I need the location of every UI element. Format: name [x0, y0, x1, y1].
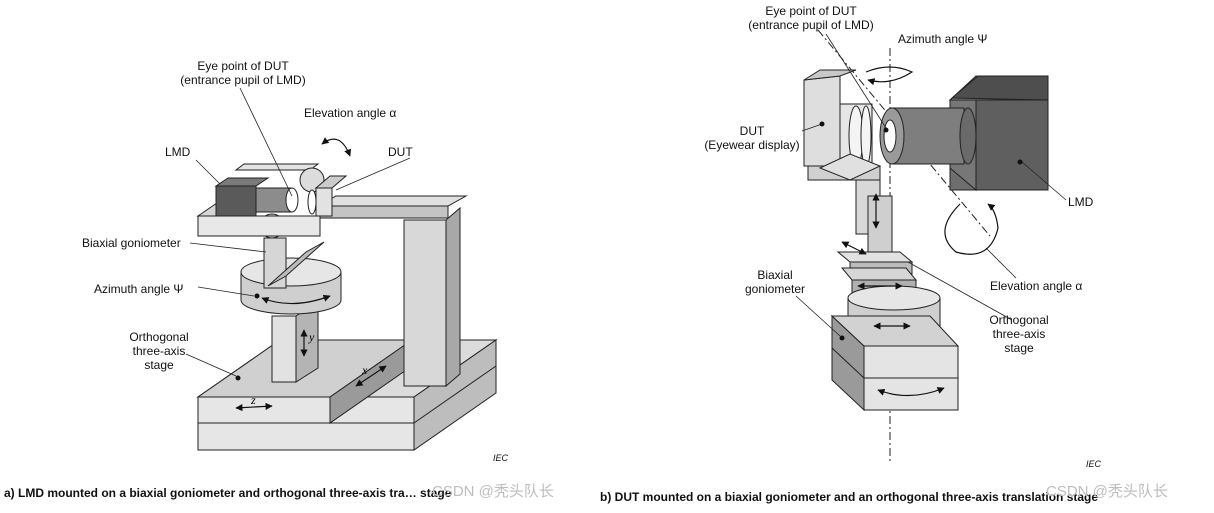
dots-b	[819, 121, 1023, 341]
dut-eyewear	[803, 69, 882, 181]
dut-arm	[316, 195, 468, 219]
dots-a	[235, 293, 260, 381]
iec-mark-b: IEC	[1086, 459, 1102, 469]
leader-lines-a	[185, 87, 411, 377]
label-dut-b: DUT (Eyewear display)	[704, 124, 800, 152]
support-pillar	[403, 206, 461, 388]
label-stage-a: Orthogonal three-axis stage	[129, 330, 189, 372]
watermark-a: CSDN @秃头队长	[432, 483, 554, 500]
caption-a: a) LMD mounted on a biaxial goniometer a…	[4, 486, 452, 500]
axis-label-x: x	[361, 363, 368, 377]
label-elevation-b: Elevation angle α	[990, 279, 1083, 293]
label-azimuth-a: Azimuth angle Ψ	[94, 282, 184, 296]
lmd-lens	[879, 107, 977, 165]
label-lmd-a: LMD	[165, 145, 191, 159]
axis-label-y: y	[308, 330, 315, 344]
base-box-b	[830, 314, 960, 412]
iec-mark-a: IEC	[493, 453, 509, 463]
vertical-rail	[855, 179, 893, 259]
label-goniometer-b: Biaxial goniometer	[744, 268, 806, 296]
arrows-b	[841, 66, 999, 397]
figure-b-drawing	[795, 29, 1067, 462]
axis-label-z: z	[250, 393, 256, 407]
leader-lines-b	[795, 33, 1067, 337]
figure-a-drawing	[185, 87, 498, 451]
dut-plate	[307, 175, 348, 217]
label-dut-a: DUT	[388, 145, 413, 159]
label-goniometer-a: Biaxial goniometer	[82, 236, 181, 250]
label-eye-point-a: Eye point of DUT (entrance pupil of LMD)	[180, 59, 306, 87]
label-elevation-a: Elevation angle α	[304, 106, 397, 120]
lmd-frame	[196, 163, 325, 237]
label-stage-b: Orthogonal three-axis stage	[989, 313, 1049, 355]
label-azimuth-b: Azimuth angle Ψ	[898, 32, 988, 46]
label-eye-point-b: Eye point of DUT (entrance pupil of LMD)	[748, 4, 874, 32]
arrows-a	[235, 137, 387, 412]
caption-b: b) DUT mounted on a biaxial goniometer a…	[600, 490, 1099, 504]
label-lmd-b: LMD	[1068, 195, 1094, 209]
watermark-b: CSDN @秃头队长	[1046, 483, 1168, 500]
